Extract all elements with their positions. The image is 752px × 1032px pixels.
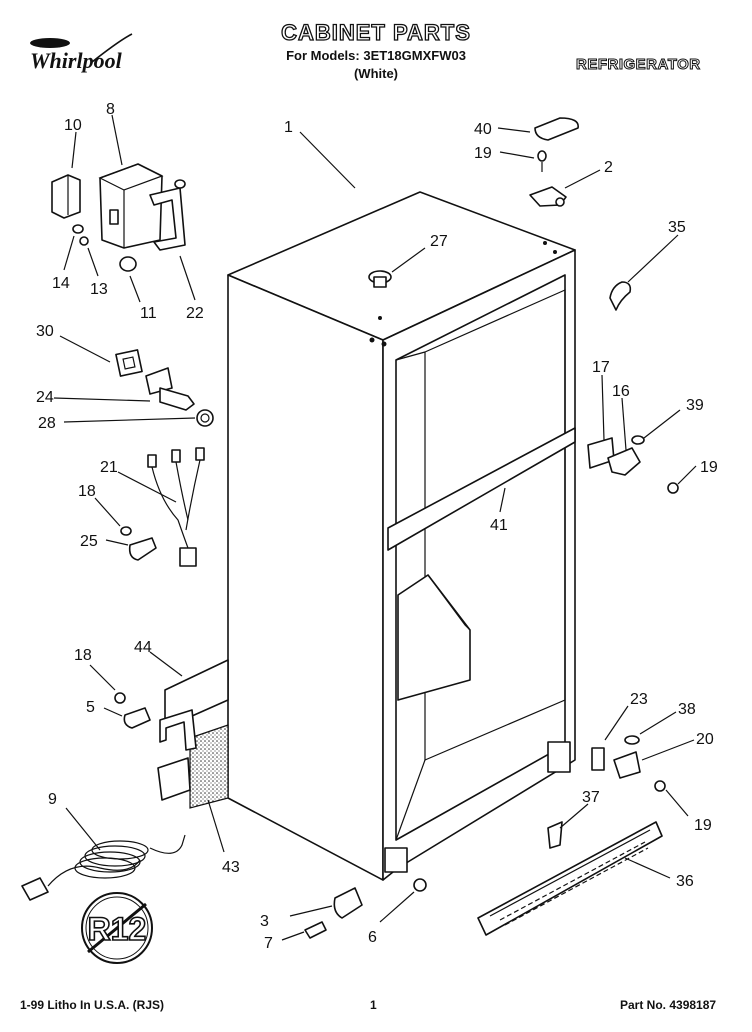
insulation-pad — [189, 724, 229, 809]
model-number: For Models: 3ET18GMXFW03 — [286, 48, 466, 63]
callout-35: 35 — [668, 219, 686, 236]
callout-28: 28 — [38, 415, 56, 432]
screw-top-hinge — [537, 150, 547, 172]
callout-19-top: 19 — [474, 145, 492, 162]
leveling-parts — [304, 878, 427, 939]
callout-19-bottom: 19 — [694, 817, 712, 834]
callout-8: 8 — [106, 101, 115, 118]
callout-labels: 1 2 3 5 6 7 8 9 10 11 13 14 16 17 18 18 … — [36, 101, 718, 952]
callout-27: 27 — [430, 233, 448, 250]
callout-19-middle: 19 — [700, 459, 718, 476]
callout-5: 5 — [86, 699, 95, 716]
litho-note: 1-99 Litho In U.S.A. (RJS) — [20, 998, 165, 1012]
callout-13: 13 — [90, 281, 108, 298]
callout-23: 23 — [630, 691, 648, 708]
callout-3: 3 — [260, 913, 269, 930]
callout-39: 39 — [686, 397, 704, 414]
callout-9: 9 — [48, 791, 57, 808]
part-number: Part No. 4398187 — [620, 998, 717, 1012]
r12-badge-text: R12 — [88, 911, 147, 947]
callout-6: 6 — [368, 929, 377, 946]
page-number: 1 — [370, 998, 377, 1012]
callout-30: 30 — [36, 323, 54, 340]
logo-swoosh-icon — [30, 38, 70, 48]
callout-36: 36 — [676, 873, 694, 890]
callout-18-upper: 18 — [78, 483, 96, 500]
relay-part-10 — [51, 174, 81, 219]
wire-harness — [120, 447, 205, 567]
lower-bracket-assembly — [114, 692, 197, 801]
callout-2: 2 — [604, 159, 613, 176]
callout-38: 38 — [678, 701, 696, 718]
brand-logo-text: Whirlpool — [30, 48, 123, 73]
r12-refrigerant-badge: R12 — [81, 892, 153, 964]
callout-17: 17 — [592, 359, 610, 376]
product-type: REFRIGERATOR — [576, 56, 701, 74]
callout-41: 41 — [490, 517, 508, 534]
hinge-pin-cover — [609, 281, 632, 311]
bracket-part-22 — [149, 187, 186, 251]
callout-16: 16 — [612, 383, 630, 400]
callout-44: 44 — [134, 639, 152, 656]
callout-22: 22 — [186, 305, 204, 322]
grille-clip — [547, 821, 563, 849]
back-plate — [164, 659, 229, 729]
thermostat-shaft-assembly — [115, 349, 214, 427]
whirlpool-logo: Whirlpool — [30, 33, 133, 73]
toe-grille — [477, 821, 663, 936]
power-cord — [21, 834, 186, 901]
callout-21: 21 — [100, 459, 118, 476]
control-assembly — [51, 163, 186, 272]
callout-14: 14 — [52, 275, 70, 292]
callout-37: 37 — [582, 789, 600, 806]
callout-25: 25 — [80, 533, 98, 550]
callout-18-lower: 18 — [74, 647, 92, 664]
callout-11: 11 — [140, 305, 157, 322]
callout-10: 10 — [64, 117, 82, 134]
callout-43: 43 — [222, 859, 240, 876]
color-label: (White) — [353, 66, 399, 81]
cabinet-shell — [227, 191, 576, 881]
callout-1: 1 — [284, 119, 293, 136]
top-plug — [368, 270, 392, 288]
bottom-hinge-assembly — [591, 735, 666, 792]
callout-7: 7 — [264, 935, 273, 952]
callout-40: 40 — [474, 121, 492, 138]
center-hinge-assembly — [587, 435, 679, 494]
leader-lines — [53, 114, 697, 941]
divider-mullion — [387, 427, 576, 551]
callout-24: 24 — [36, 389, 54, 406]
callout-20: 20 — [696, 731, 714, 748]
page-title: CABINET PARTS — [280, 19, 471, 45]
hinge-cover — [534, 117, 579, 141]
